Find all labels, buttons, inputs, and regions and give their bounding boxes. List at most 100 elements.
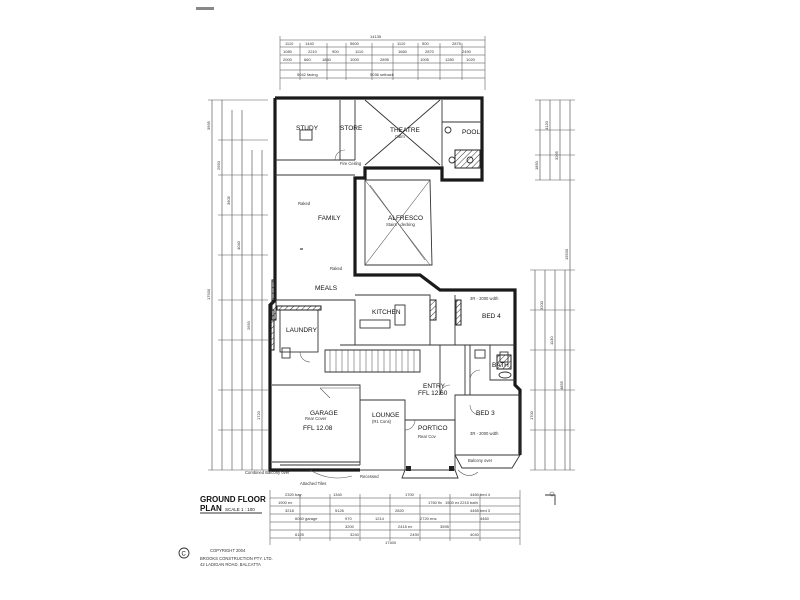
dim-label: 4040 — [236, 240, 241, 250]
dim-label: 3200 — [539, 300, 544, 310]
room-entry: ENTRY — [423, 383, 446, 390]
dim-label: 660 — [304, 57, 311, 62]
dim-label: 1500 ex — [445, 500, 459, 505]
right-dimensions: 4120 3265 1850 3200 1130 4855 1700 19530 — [529, 99, 575, 471]
room-portico: PORTICO — [418, 425, 448, 432]
dim-label: 900 — [332, 49, 339, 54]
dim-label: 4460 bed 4 — [470, 492, 491, 497]
garage-ffl: FFL 12.08 — [303, 425, 333, 432]
exterior-walls — [268, 96, 522, 479]
dim-label: 1900 ex — [278, 500, 292, 505]
dim-label: 1660 — [398, 49, 408, 54]
bed3-note: 3R - 2000 wdth — [470, 431, 499, 436]
portico-note: Rear Cov — [418, 434, 437, 439]
dim-label: 3995 — [206, 120, 211, 130]
dim-label: 2650 — [216, 160, 221, 170]
lounge-note: (R1 Cons) — [372, 419, 392, 424]
copyright-company: BROOKS CONSTRUCTION PTY. LTD. — [200, 556, 273, 561]
dim-label: 1340 — [333, 492, 343, 497]
corner-dot — [549, 491, 555, 497]
dim-label: 2415 ex — [398, 524, 412, 529]
dim-label: 4120 — [544, 120, 549, 130]
entry-ffl: FFL 12.60 — [418, 390, 448, 397]
dim-label: 1720 — [256, 410, 261, 420]
dim-label: 1280 — [445, 57, 455, 62]
dim-label: 1000 — [350, 57, 360, 62]
family-raked-note: Raked — [298, 201, 311, 206]
dim-label: 2000 — [283, 57, 293, 62]
plan-title: GROUND FLOOR — [200, 495, 266, 504]
dim-label: 2320 bay — [285, 492, 301, 497]
dim-label: 5042 facing — [297, 72, 318, 77]
dim-label: 1860 — [322, 57, 332, 62]
dim-label: 1760 fix — [428, 500, 442, 505]
dim-label: 4465 bed 3 — [470, 508, 491, 513]
dim-label: 2720 ens — [420, 516, 436, 521]
dim-label: 1440 — [305, 41, 315, 46]
room-family: FAMILY — [318, 215, 341, 222]
dim-label: 1130 — [549, 336, 554, 345]
study-desk — [299, 129, 313, 141]
dim-label: 2215 bath — [460, 500, 478, 505]
room-bed4: BED 4 — [482, 313, 501, 320]
dim-overall-bottom: 17400 — [385, 540, 397, 545]
dim-label: 1214 — [375, 516, 385, 521]
room-bed3: BED 3 — [476, 410, 495, 417]
window-note: Combined Balcony over — [245, 470, 290, 475]
dim-label: 4855 — [559, 380, 564, 390]
dim-label: 1005 — [420, 57, 430, 62]
vanity-bath — [499, 351, 509, 363]
dim-label: 2490 — [462, 49, 472, 54]
garage-door-note: Attached Tiles — [300, 481, 326, 486]
dim-label: 1850 — [534, 160, 539, 170]
bottom-dimensions: 2320 bay 1340 1700 1760 fix 4460 bed 4 1… — [269, 490, 521, 545]
room-labels: STUDY STORE THEATRE Calm POOL FAMILY Rak… — [245, 125, 509, 486]
dim-label: 1110 — [355, 49, 364, 54]
dim-label: 3218 — [285, 508, 295, 513]
fixtures — [281, 126, 512, 379]
copyright-icon — [178, 547, 190, 559]
room-alfresco: ALFRESCO — [388, 215, 423, 222]
dim-label: 2490 — [410, 532, 420, 537]
title-block: GROUND FLOOR PLAN SCALE 1 : 100 — [200, 495, 266, 514]
room-bath: BATH — [492, 362, 509, 369]
theatre-note: Calm — [395, 134, 405, 139]
alfresco-note: Stairs - decking — [386, 222, 416, 227]
room-lounge: LOUNGE — [372, 412, 400, 419]
plan-subtitle: PLAN — [200, 504, 222, 513]
dim-label: 2650 — [246, 320, 251, 330]
room-store: STORE — [340, 125, 363, 132]
meals-raked-note: Raked — [330, 266, 343, 271]
dim-label: 3595 — [440, 524, 450, 529]
dim-label: 5036 setback — [370, 72, 394, 77]
room-meals: MEALS — [315, 285, 338, 292]
dim-label: 5600 — [350, 41, 360, 46]
dim-label: 1020 — [466, 57, 476, 62]
room-garage: GARAGE — [310, 410, 338, 417]
dim-label: 3240 — [350, 532, 360, 537]
dim-label: 970 — [345, 516, 352, 521]
kitchen-bench — [359, 319, 391, 329]
top-dimensions: 14135 1110 1440 5600 1110 500 2875 1080 … — [279, 34, 486, 90]
dim-label: 5126 — [335, 508, 345, 513]
dim-label: 1110 — [397, 41, 406, 46]
bath-fixture-pool — [444, 126, 452, 134]
dim-label: 1110 — [285, 41, 294, 46]
dim-label: 4040 — [470, 532, 480, 537]
room-theatre: THEATRE — [390, 127, 421, 134]
plan-scale: SCALE 1 : 100 — [225, 507, 255, 512]
room-laundry: LAUNDRY — [286, 327, 318, 334]
dim-label: 2870 — [425, 49, 435, 54]
dim-overall-top: 14135 — [370, 34, 382, 39]
dim-label: 2895 — [380, 57, 390, 62]
dim-label: 6040 garage — [295, 516, 318, 521]
left-dimensions: 3995 2650 3905 4040 2650 1720 17930 — [206, 99, 268, 471]
dim-label: 2875 — [452, 41, 462, 46]
dim-label: 2820 — [395, 508, 405, 513]
bay-note: Balcony over — [468, 458, 493, 463]
dim-label: 1700 — [405, 492, 415, 497]
fire-vent-note: Fire Ceiling — [340, 161, 362, 166]
recessed-note: Recessed — [360, 474, 379, 479]
garage-note: Rear Cover — [305, 416, 327, 421]
